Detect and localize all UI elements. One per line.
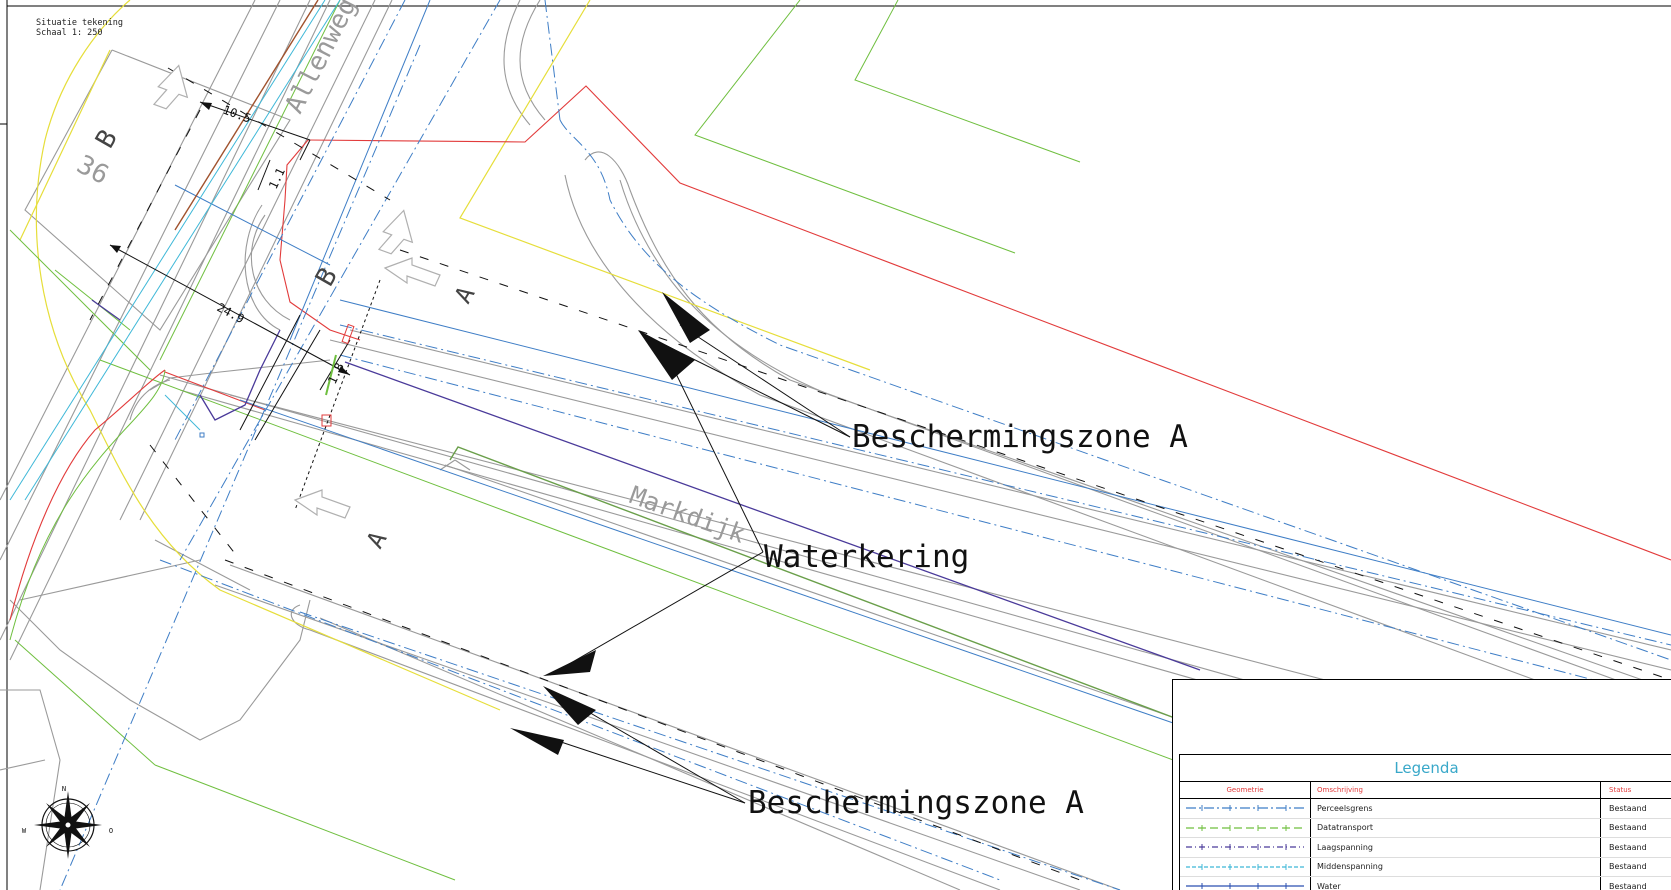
markdijk-edge <box>449 446 1181 721</box>
legend-panel: Legenda Geometrie Omschrijving Status Pe… <box>1172 679 1671 890</box>
legend-status: Bestaand <box>1600 799 1671 818</box>
legend-status: Bestaand <box>1600 838 1671 857</box>
section-label-a-upper: A <box>449 281 481 308</box>
dimension-10-5: 10.5 <box>221 103 253 126</box>
legend-header: Geometrie Omschrijving Status <box>1180 782 1671 799</box>
marker-red-box <box>321 414 332 427</box>
legend-header-status: Status <box>1600 782 1671 798</box>
legend-line-sample <box>1180 838 1310 857</box>
section-arrows <box>152 64 441 519</box>
red-boundary <box>9 85 1671 621</box>
marker-green <box>325 354 337 396</box>
section-a-cut <box>294 279 381 511</box>
dimension-1-8: 1.8 <box>325 361 347 387</box>
title-block: Situatie tekening Schaal 1: 250 <box>36 18 123 38</box>
legend-description: Middenspanning <box>1310 857 1600 876</box>
compass-west-label: W <box>22 827 27 835</box>
cyan-lines <box>9 0 341 501</box>
callout-beschermingszone-upper: Beschermingszone A <box>852 419 1188 455</box>
legend-line-sample <box>1180 877 1310 890</box>
marker-blue <box>199 432 205 438</box>
legend-line-sample <box>1180 799 1310 818</box>
section-label-a-lower: A <box>361 526 393 553</box>
section-label-b-upper: B <box>90 125 124 154</box>
title-line-2: Schaal 1: 250 <box>36 28 103 38</box>
section-lines <box>89 67 1671 881</box>
section-label-b-lower: B <box>310 263 344 292</box>
green-lines <box>9 0 1201 881</box>
legend-table: Legenda Geometrie Omschrijving Status Pe… <box>1179 754 1671 890</box>
legend-description: Datatransport <box>1310 818 1600 837</box>
yellow-lines <box>19 0 871 711</box>
callout-beschermingszone-lower: Beschermingszone A <box>748 785 1084 821</box>
callout-leaders <box>549 324 851 804</box>
compass-rose <box>34 791 102 859</box>
compass-east-label: O <box>109 827 113 835</box>
title-line-1: Situatie tekening <box>36 18 123 28</box>
dimension-1-1: 1.1 <box>266 166 288 192</box>
legend-status: Bestaand <box>1600 818 1671 837</box>
house-number: 36 <box>72 150 114 191</box>
legend-header-geometry: Geometrie <box>1226 786 1264 794</box>
purple-lines <box>91 299 1201 671</box>
dimension-24-9: 24.9 <box>215 300 247 326</box>
legend-title: Legenda <box>1180 755 1671 782</box>
dimension-arrows <box>110 102 350 375</box>
legend-status: Bestaand <box>1600 877 1671 890</box>
street-label-markdijk: Markdijk <box>626 480 749 548</box>
legend-header-description: Omschrijving <box>1310 782 1600 798</box>
legend-line-sample <box>1180 819 1310 838</box>
marker-red-slim <box>341 323 355 345</box>
callout-arrowheads <box>510 292 710 755</box>
legend-line-sample <box>1180 858 1310 877</box>
legend-description: Water <box>1310 877 1600 890</box>
legend-status: Bestaand <box>1600 857 1671 876</box>
legend-description: Perceelsgrens <box>1310 799 1600 818</box>
legend-description: Laagspanning <box>1310 838 1600 857</box>
compass-north-label: N <box>62 785 66 793</box>
dimension-lines <box>109 101 351 441</box>
callout-waterkering: Waterkering <box>764 539 969 575</box>
